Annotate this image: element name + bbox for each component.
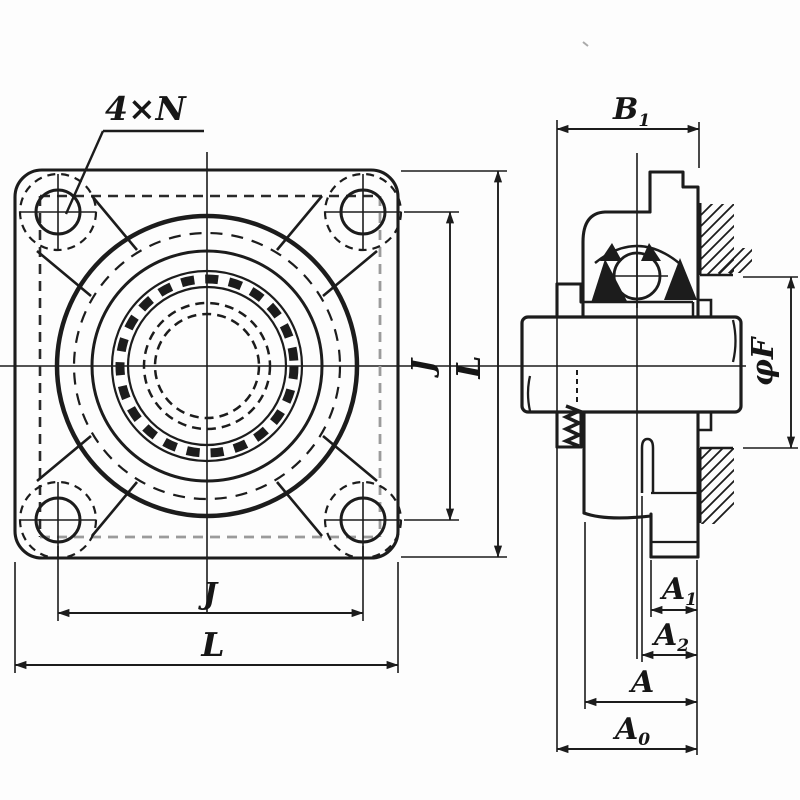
bearing-housing-circles (54, 213, 360, 519)
shaft-chamfer-right (731, 319, 737, 363)
front-view: 4×N J L J L (0, 89, 746, 673)
bolt-spacing-label-vertical: J (406, 357, 441, 378)
a1-main: A (659, 572, 685, 607)
bolt-spacing-label-horizontal: J (198, 577, 219, 612)
locking-collar-lower (555, 370, 584, 449)
bore-hidden-circle-outer (142, 301, 272, 431)
bolt-count-label: 4×N (105, 89, 188, 128)
ring-section-right (664, 258, 697, 300)
dim-a1-label: A1 (659, 572, 697, 610)
a2-main: A (651, 618, 677, 653)
ring-section-top-right (641, 243, 661, 261)
dim-a-label: A (628, 665, 654, 700)
bolt-hole-top-right (323, 172, 403, 252)
a2-subscript: 2 (676, 636, 689, 656)
raceway-outer-circle (110, 269, 304, 463)
unit-width-label: B1 (612, 92, 650, 131)
b1-subscript: 1 (638, 111, 650, 131)
unit-width-dimension: B1 (556, 92, 700, 134)
dim-a2-label: A2 (651, 618, 689, 656)
a1-subscript: 1 (685, 590, 697, 610)
wall-hatching-lower (700, 448, 734, 524)
bolt-count-callout: 4×N (64, 89, 204, 215)
raceway-inner-circle (126, 285, 288, 447)
flange-size-label-vertical: L (449, 355, 488, 379)
flange-outline (13, 168, 400, 560)
housing-section-upper (555, 170, 713, 432)
front-bottom-dimensions: J L (14, 546, 399, 673)
front-right-dimensions: J L (401, 170, 507, 558)
ring-section-top-left (600, 243, 622, 261)
spigot-relief-slot (640, 437, 655, 493)
shaft-hole-dia-label: φF (746, 335, 781, 386)
side-view: B1 (520, 41, 798, 755)
housing-outer-circle (54, 213, 360, 519)
a0-main: A (612, 712, 638, 747)
shaft-hole-dia-dimension: φF (743, 276, 798, 449)
bearing-outer-ring-circle (90, 249, 324, 483)
housing-lower (582, 410, 700, 559)
housing-hidden-circle (72, 231, 342, 501)
ball-cage-segments (115, 274, 299, 458)
a0-subscript: 0 (638, 730, 650, 750)
dim-a0-label: A0 (612, 712, 650, 750)
side-bottom-dimensions: A1 A2 A A0 (556, 496, 698, 754)
wall-hatching-patch (717, 248, 752, 273)
mounting-wall (698, 203, 752, 524)
bolt-hole-top-left (18, 172, 98, 252)
flange-size-label-horizontal: L (200, 625, 224, 664)
shaft-chamfer-left (526, 375, 532, 412)
shaft (520, 315, 743, 414)
stray-mark (582, 41, 589, 47)
corner-gussets (36, 195, 378, 537)
bore-hidden-circle-inner (153, 312, 261, 420)
ring-section-left (591, 259, 628, 303)
b1-main: B (612, 92, 638, 127)
